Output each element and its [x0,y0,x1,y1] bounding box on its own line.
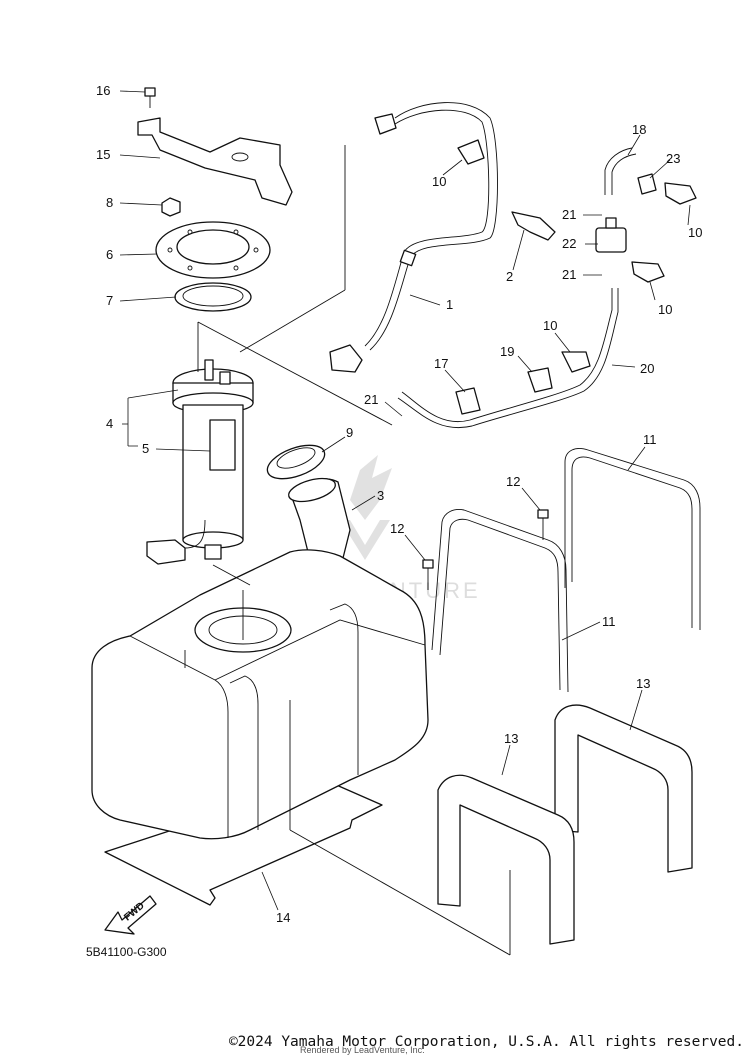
clamp-10d-part [561,351,591,373]
callout-10-d: 10 [543,318,557,333]
callout-15: 15 [96,147,110,162]
bolt-12a-part [537,509,549,540]
callout-10-a: 10 [432,174,446,189]
callout-7: 7 [106,293,113,308]
fwd-arrow-icon: FWD [104,895,157,935]
callout-2: 2 [506,269,513,284]
leader-lines [119,90,691,911]
bolt-12b-part [422,559,434,590]
callout-10-c: 10 [658,302,672,317]
tank-band-11b-part [431,509,569,693]
pad-13b-part [437,774,575,945]
nut-8-part [161,197,181,217]
tank-band-11a-part [564,448,701,630]
callout-5: 5 [142,441,149,456]
clip-17-part [455,387,481,415]
callout-12-b: 12 [390,521,404,536]
callout-1: 1 [446,297,453,312]
clip-19-part [527,367,553,393]
fuel-cap-9-part [266,444,326,480]
callout-14: 14 [276,910,290,925]
hose-20-part [397,288,619,428]
breather-hose-18-part [604,147,637,195]
callout-13-a: 13 [636,676,650,691]
callout-23: 23 [666,151,680,166]
callout-3: 3 [377,488,384,503]
fuel-pump-4-part [146,359,254,565]
callout-20: 20 [640,361,654,376]
callout-19: 19 [500,344,514,359]
callout-labels: 16 15 8 6 7 4 5 10 2 1 18 23 21 22 21 10… [96,83,702,925]
callout-12-a: 12 [506,474,520,489]
copyright-notice: ©2024 Yamaha Motor Corporation, U.S.A. A… [228,1034,744,1050]
callout-10-b: 10 [688,225,702,240]
callout-21-b: 21 [562,267,576,282]
callout-11-a: 11 [643,432,657,447]
bolt-16-part [144,87,156,108]
fuel-filter-22-part [595,217,627,253]
grommet-23-part [637,173,657,195]
fuel-hose-1-part [329,102,498,373]
callout-11-b: 11 [602,614,616,629]
callout-21-a: 21 [562,207,576,222]
callout-16: 16 [96,83,110,98]
drawing-code: 5B41100-G300 [86,945,167,959]
clamp-10b-part [664,182,697,205]
filler-neck-3-part [288,477,351,571]
rendered-by-notice: Rendered by LeadVenture, Inc. [300,1045,425,1055]
assembly-lines [184,145,511,956]
pad-13a-part [554,704,693,873]
clamp-10c-part [631,261,665,283]
callout-17: 17 [434,356,448,371]
callout-21-c: 21 [364,392,378,407]
callout-9: 9 [346,425,353,440]
clip-2-part [511,211,556,241]
callout-18: 18 [632,122,646,137]
hose-clamp-10a-part [457,139,485,165]
bracket-15-part [137,117,293,206]
callout-6: 6 [106,247,113,262]
callout-4: 4 [106,416,113,431]
mat-14-part [104,779,383,906]
gasket-7-part [174,282,252,312]
callout-8: 8 [106,195,113,210]
retainer-plate-6-part [155,221,271,279]
callout-22: 22 [562,236,576,251]
callout-13-b: 13 [504,731,518,746]
fuel-tank-part [91,549,429,840]
